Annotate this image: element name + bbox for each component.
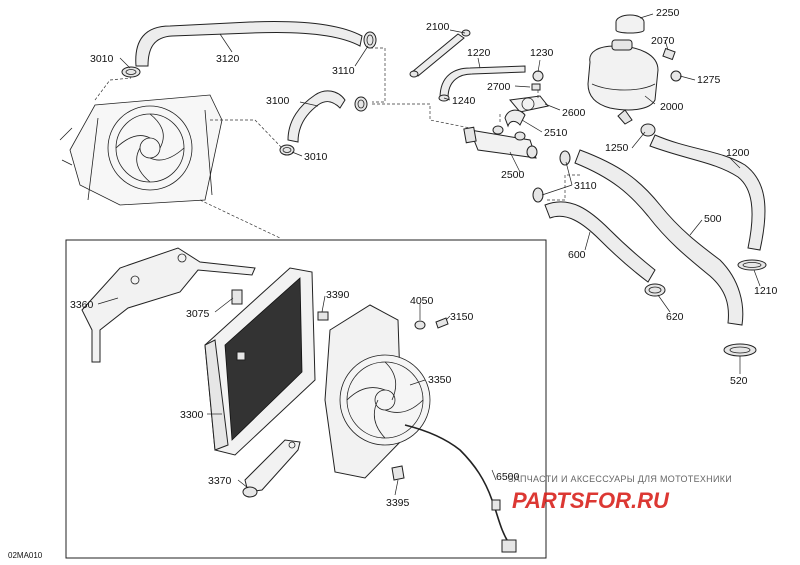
label-2000: 2000 [660,101,684,113]
hose-1220 [439,65,526,99]
label-2500: 2500 [501,169,525,181]
hose-2100 [411,33,465,77]
label-1240: 1240 [452,95,476,107]
label-3110-top: 3110 [332,65,355,77]
clamp-1210 [737,259,767,271]
label-1275: 1275 [697,74,721,86]
label-2700: 2700 [487,81,511,93]
bolt-3395 [391,465,405,481]
label-1220: 1220 [467,47,491,59]
label-3110-lower: 3110 [574,180,597,192]
fan-3350 [324,304,431,479]
part-labels: 3010 3120 3110 2100 1220 1230 2250 2070 … [70,7,778,509]
clamp-520 [723,343,757,357]
grommet-3370 [242,486,258,498]
label-3360: 3360 [70,299,94,311]
label-620: 620 [666,311,684,323]
radiator-detail-frame [65,239,547,559]
radiator-3300 [204,267,316,456]
watermark-tagline: ЗАПЧАСТИ И АКСЕССУАРЫ ДЛЯ МОТОТЕХНИКИ [508,474,732,484]
expansion-tank-2000 [587,39,659,125]
part-2700 [531,83,541,91]
label-3350: 3350 [428,374,452,386]
label-1200: 1200 [726,147,750,159]
label-2070: 2070 [651,35,675,47]
bolt-3150 [435,317,449,329]
label-3395: 3395 [386,497,410,509]
clamp-3110-lower [532,150,571,203]
label-600: 600 [568,249,586,261]
leader-lines [97,13,761,496]
bracket-2600 [509,95,549,113]
watermark-brand: PARTSFOR.RU [512,488,670,513]
label-3390: 3390 [326,289,350,301]
label-3150: 3150 [450,311,474,323]
label-3370: 3370 [208,475,232,487]
label-2100: 2100 [426,21,450,33]
clip-3075 [231,289,243,305]
hose-3120 [135,21,363,67]
label-2250: 2250 [656,7,680,19]
label-2600: 2600 [562,107,586,119]
clamp-3010-lower [279,144,295,156]
label-2510: 2510 [544,127,568,139]
clamp-620 [644,283,666,297]
hose-3100 [287,90,346,143]
clamp-3110-top [363,31,377,49]
label-1250: 1250 [605,142,629,154]
label-500: 500 [704,213,722,225]
label-3075: 3075 [186,308,210,320]
fan-shroud-assembly [59,94,223,206]
clamp-3110-mid [354,96,368,112]
cap-2250 [615,14,645,34]
clamp-1230 [532,70,544,82]
clamp-1275 [670,70,682,82]
watermark: ЗАПЧАСТИ И АКСЕССУАРЫ ДЛЯ МОТОТЕХНИКИ PA… [508,474,732,513]
manifold-2500 [463,125,538,159]
nut-3390 [317,311,329,321]
label-3300: 3300 [180,409,204,421]
bracket-3360 [81,247,256,363]
washer-4050 [414,320,426,330]
label-3010-lower: 3010 [304,151,328,163]
label-520: 520 [730,375,748,387]
clip-2070 [662,47,676,61]
wire-harness-6500 [404,424,511,546]
hose-500 [574,149,744,326]
label-3010-top: 3010 [90,53,114,65]
label-3100: 3100 [266,95,290,107]
label-1210: 1210 [754,285,778,297]
connector-2510 [504,109,526,128]
label-3120: 3120 [216,53,240,65]
diagram-code: 02MA010 [8,551,43,560]
label-6500: 6500 [496,471,520,483]
clamp-3010-top [121,66,141,78]
label-1230: 1230 [530,47,554,59]
label-4050: 4050 [410,295,434,307]
hose-600 [544,201,656,283]
connector-6500 [501,539,517,553]
